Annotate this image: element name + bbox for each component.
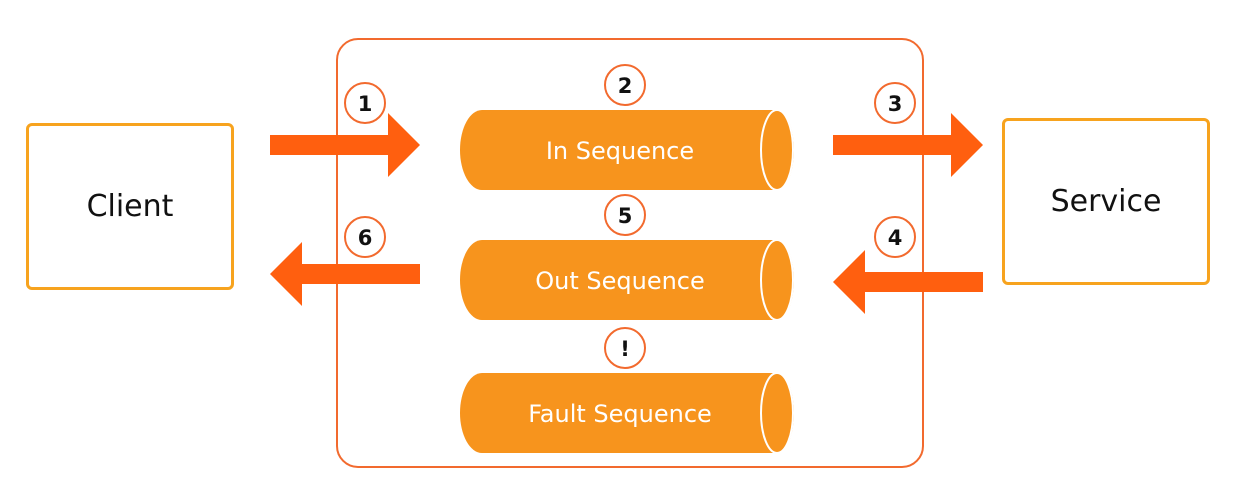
fault-marker: ! xyxy=(620,337,630,361)
arrow-service-to-out xyxy=(833,250,983,314)
step-badge-1: 1 xyxy=(344,82,386,124)
arrow-client-to-in xyxy=(270,113,420,177)
step-badge-5: 5 xyxy=(604,194,646,236)
step-badge-3: 3 xyxy=(874,82,916,124)
client-label: Client xyxy=(86,189,174,224)
in-sequence-label: In Sequence xyxy=(546,137,694,165)
arrow-out-to-client xyxy=(270,242,420,306)
step-badge-4: 4 xyxy=(874,216,916,258)
step-number-3: 3 xyxy=(888,92,903,116)
out-sequence-pipe: Out Sequence xyxy=(460,239,794,321)
fault-sequence-label: Fault Sequence xyxy=(528,400,712,428)
service-label: Service xyxy=(1050,184,1162,219)
out-sequence-label: Out Sequence xyxy=(535,267,705,295)
service-box: Service xyxy=(1002,118,1210,285)
step-number-6: 6 xyxy=(358,226,373,250)
fault-badge: ! xyxy=(604,327,646,369)
mediation-frame xyxy=(336,38,924,468)
client-box: Client xyxy=(26,123,234,290)
in-sequence-pipe: In Sequence xyxy=(460,109,794,191)
fault-sequence-pipe: Fault Sequence xyxy=(460,372,794,454)
step-badge-2: 2 xyxy=(604,64,646,106)
arrow-in-to-service xyxy=(833,113,983,177)
step-number-4: 4 xyxy=(888,226,903,250)
step-number-1: 1 xyxy=(358,92,373,116)
step-number-5: 5 xyxy=(618,204,633,228)
step-number-2: 2 xyxy=(618,74,633,98)
step-badge-6: 6 xyxy=(344,216,386,258)
